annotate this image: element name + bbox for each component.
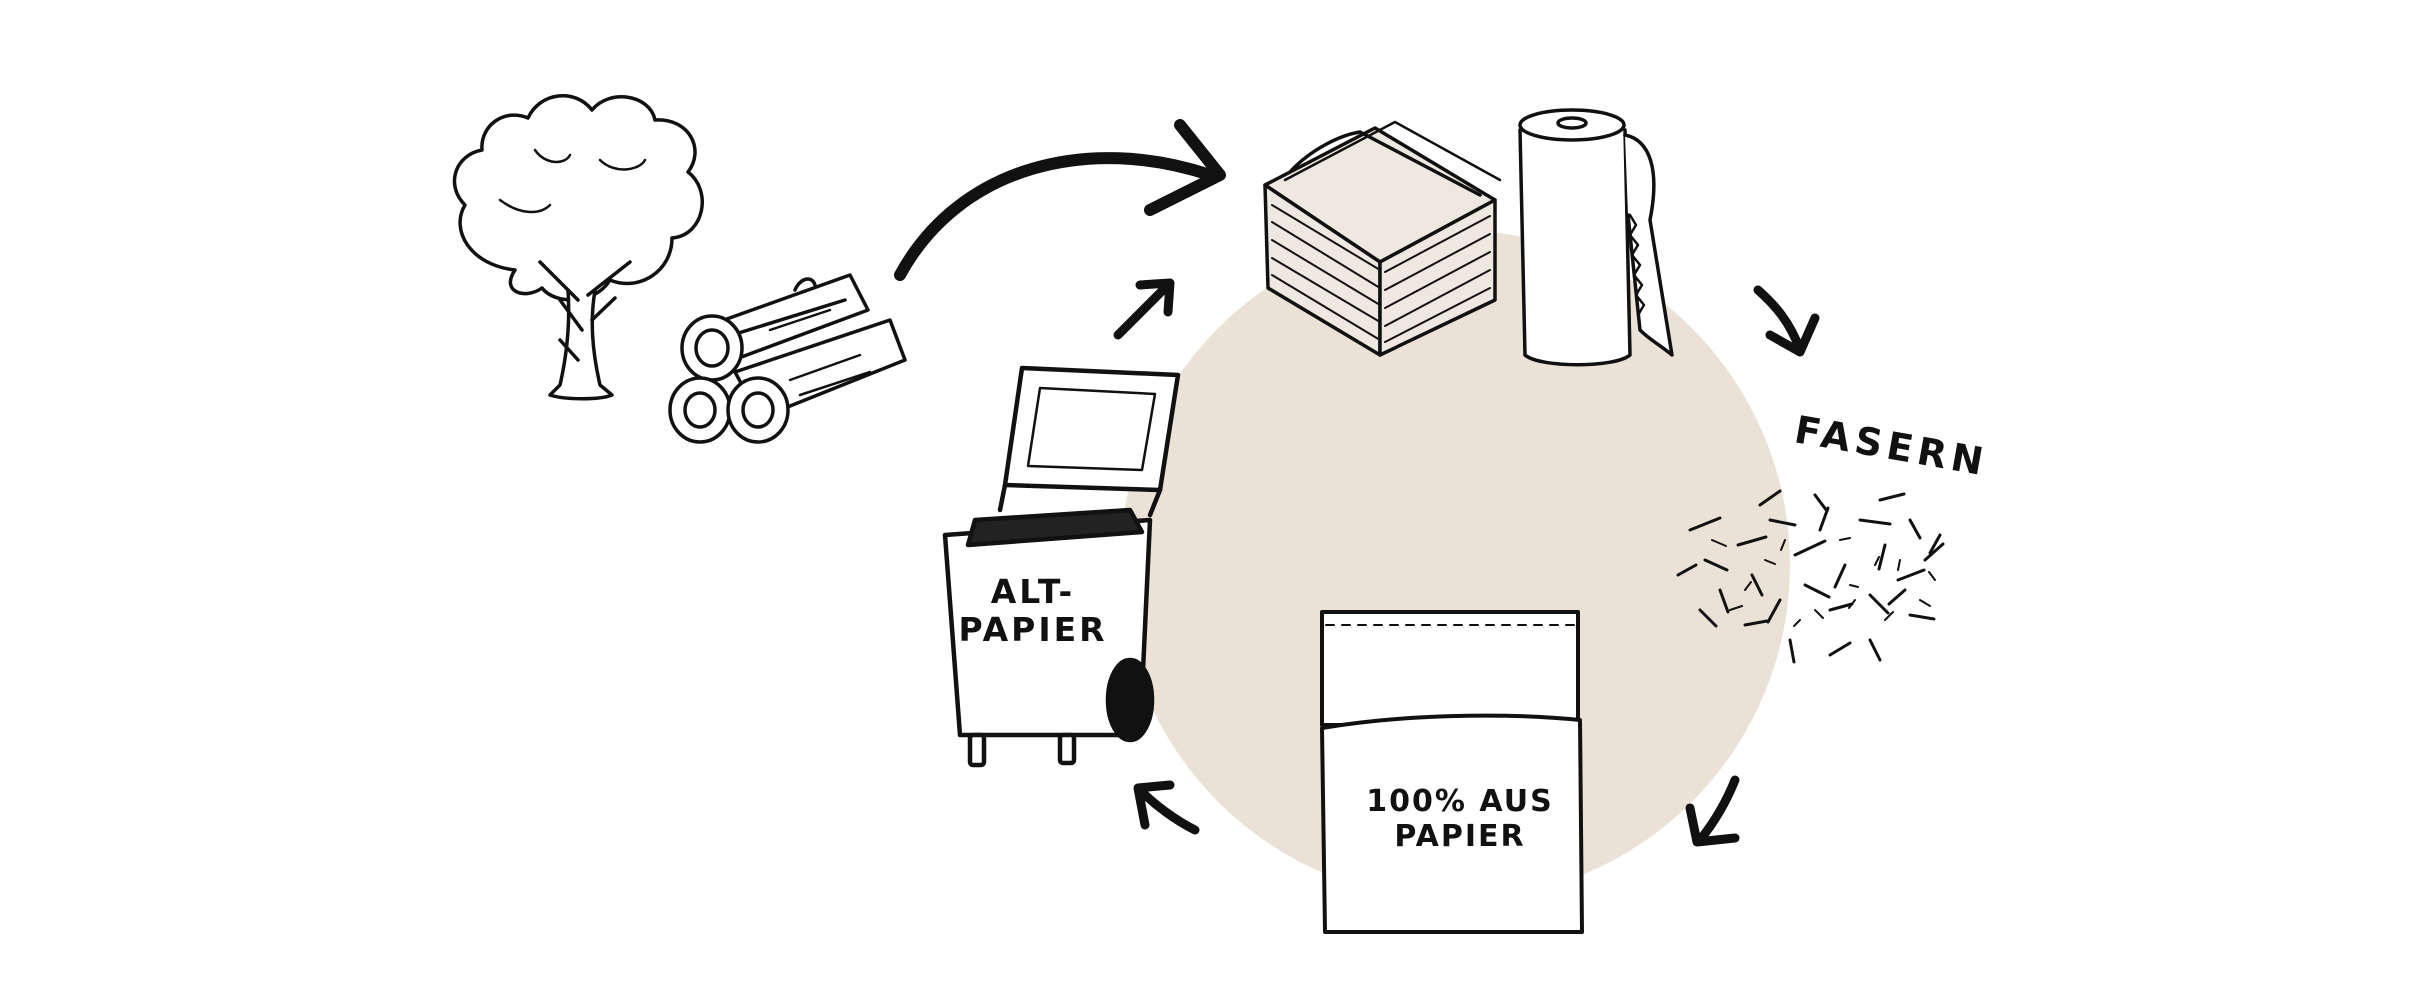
logs-icon [668, 273, 907, 444]
arrow-from-tree [894, 152, 1216, 281]
waste-paper-bin-icon [942, 365, 1181, 768]
bag-label-line-2: PAPIER [1394, 818, 1526, 854]
bin-label-line-2: PAPIER [958, 609, 1108, 649]
background-circle [1120, 230, 1790, 900]
paper-towel-roll-icon [1518, 108, 1674, 367]
arrow-bin-to-tissues [1113, 278, 1175, 340]
paper-bag-icon [1320, 610, 1584, 934]
tissue-stack-icon [1263, 120, 1502, 357]
arrow-bag-to-bin [1133, 780, 1200, 835]
tree-icon [452, 94, 704, 401]
arrow-fibers-to-bag [1685, 775, 1740, 847]
bin-label-line-1: ALT- [990, 572, 1076, 611]
bag-label-line-1: 100% AUS [1366, 784, 1554, 819]
arrow-from-tree-head [1144, 119, 1226, 216]
bag-label: 100% AUS PAPIER [1340, 784, 1580, 854]
fibers-icon [1676, 489, 1945, 664]
bin-label: ALT- PAPIER [948, 573, 1118, 649]
arrow-tissues-to-fibers [1753, 285, 1820, 357]
